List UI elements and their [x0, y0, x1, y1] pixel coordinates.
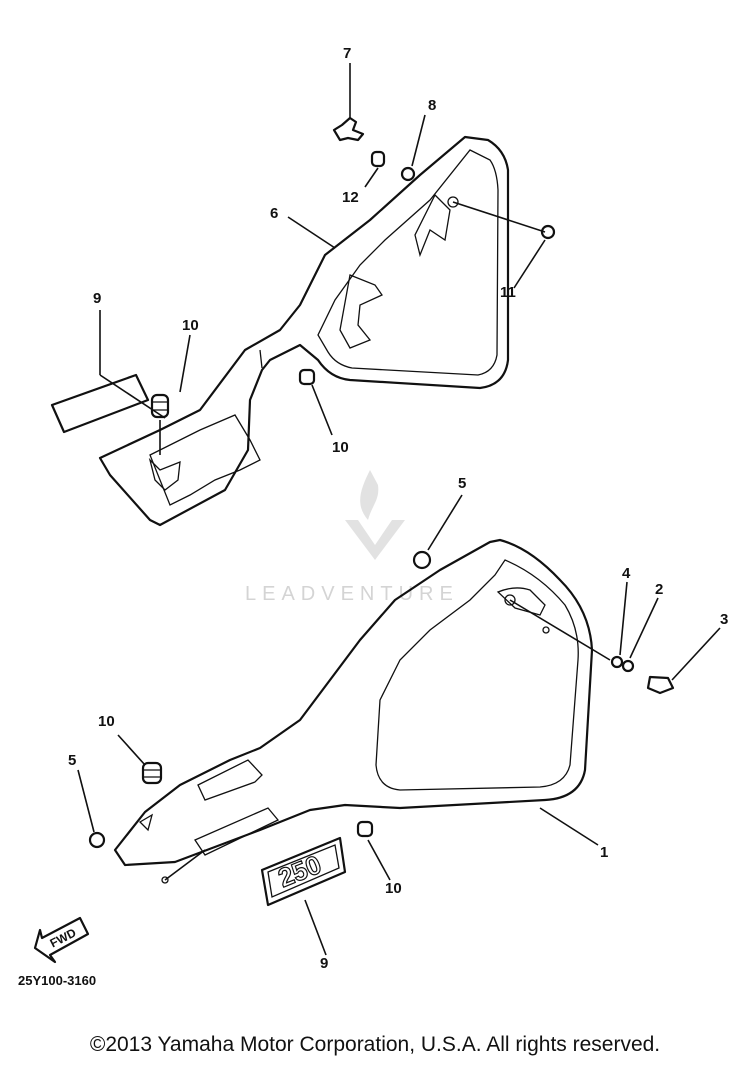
callout-5-upper: 5 — [458, 475, 466, 492]
callout-6: 6 — [270, 205, 278, 222]
upper-leaders — [99, 63, 546, 455]
callout-1: 1 — [600, 844, 608, 861]
upper-hardware — [150, 116, 556, 419]
emblem-250-text: 250 — [274, 849, 325, 893]
callout-10-upper-left: 10 — [182, 317, 199, 334]
callout-9-lower: 9 — [320, 955, 328, 972]
callouts: 7 8 12 6 11 9 10 10 5 4 2 3 10 5 1 10 9 — [68, 45, 728, 972]
emblem-upper — [50, 373, 150, 434]
copyright-notice: ©2013 Yamaha Motor Corporation, U.S.A. A… — [89, 1033, 661, 1056]
callout-7: 7 — [343, 45, 351, 62]
part-code: 25Y100-3160 — [18, 973, 96, 988]
callout-4: 4 — [622, 565, 631, 582]
upper-side-cover — [98, 135, 510, 527]
callout-10-lower-center: 10 — [385, 880, 402, 897]
fwd-arrow-icon: FWD — [33, 916, 90, 964]
callout-12: 12 — [342, 189, 359, 206]
callout-8: 8 — [428, 97, 436, 114]
callout-2: 2 — [655, 581, 663, 598]
callout-10-lower-left: 10 — [98, 713, 115, 730]
callout-3: 3 — [720, 611, 728, 628]
lower-leaders — [77, 494, 721, 956]
callout-5-lower: 5 — [68, 752, 76, 769]
callout-11: 11 — [500, 284, 516, 301]
callout-9-upper: 9 — [93, 290, 101, 307]
lower-side-cover — [113, 538, 594, 884]
emblem-250: 250 — [260, 836, 347, 907]
lower-hardware — [88, 550, 675, 849]
parts-diagram: LEADVENTURE — [18, 45, 728, 988]
watermark: LEADVENTURE — [245, 470, 459, 605]
watermark-text: LEADVENTURE — [245, 583, 459, 605]
callout-10-upper-center: 10 — [332, 439, 349, 456]
